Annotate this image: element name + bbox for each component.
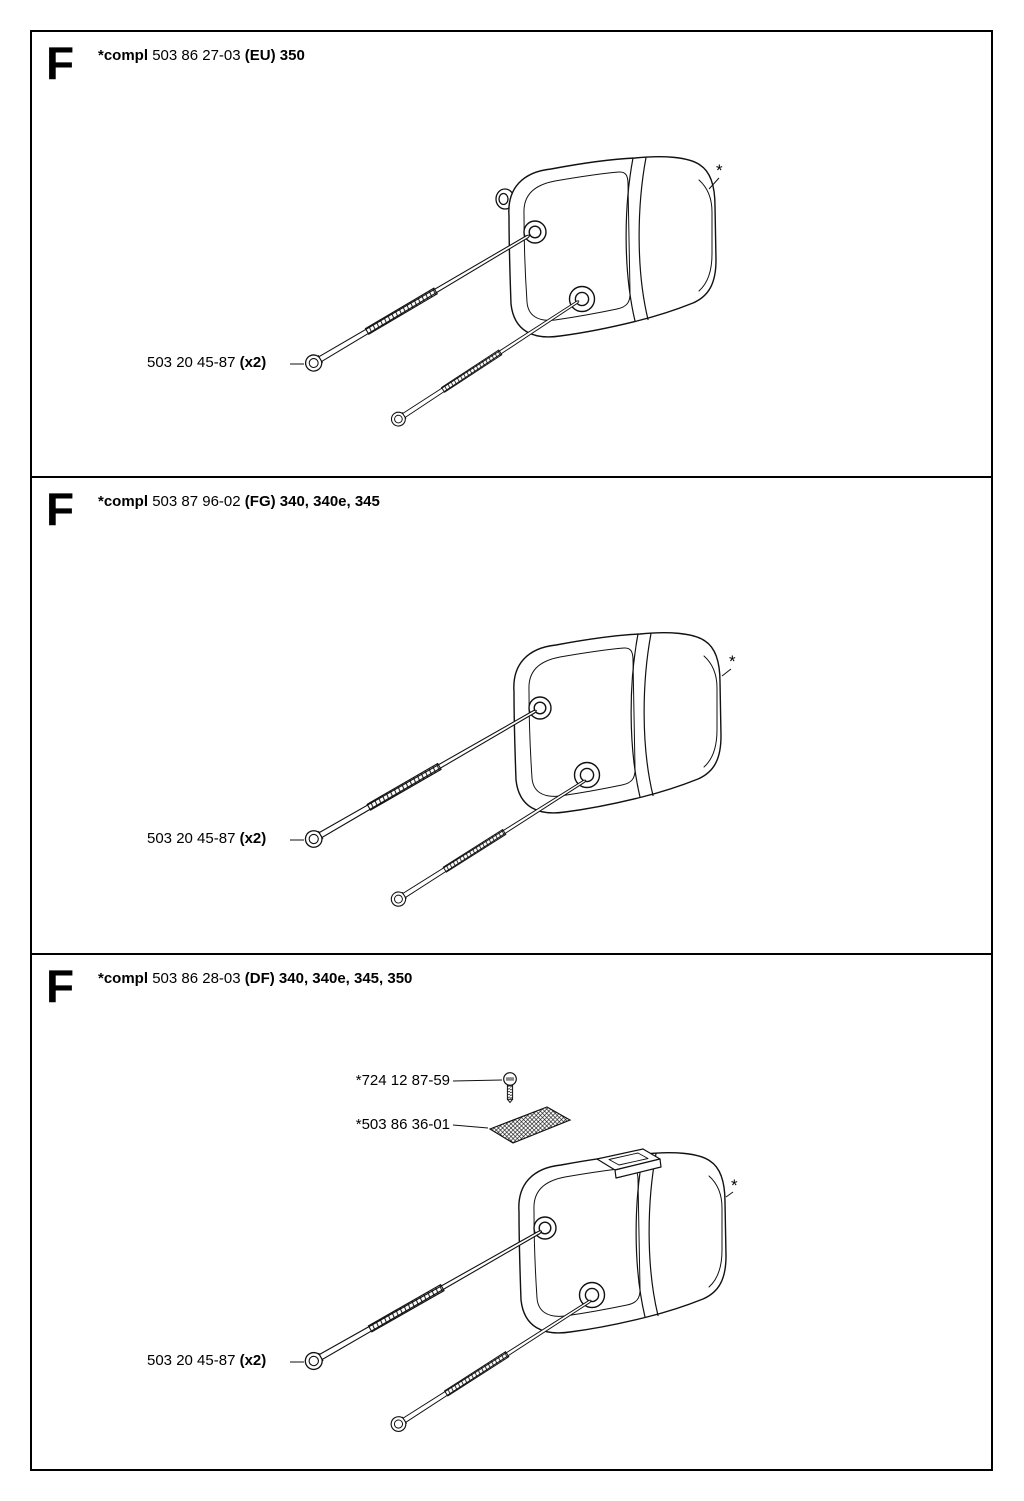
leader-line — [721, 668, 732, 677]
leader-line — [708, 177, 720, 190]
asterisk-marker: * — [731, 1176, 738, 1195]
header-models: (DF) 340, 340e, 345, 350 — [244, 970, 413, 987]
asterisk-marker: * — [716, 161, 723, 180]
bolt-part-number: 503 20 45-87 — [147, 1352, 236, 1369]
bolt-qty: (x2) — [239, 354, 267, 371]
leader-line — [452, 1124, 489, 1129]
bolt-qty: (x2) — [239, 1352, 267, 1369]
screen-part-label: *503 86 36-01 — [355, 1116, 450, 1133]
bolt-part-label: 503 20 45-87 (x2) — [147, 830, 266, 847]
panel-header: *compl 503 87 96-02 (FG) 340, 340e, 345 — [98, 493, 380, 510]
bolt-part-number: 503 20 45-87 — [147, 354, 236, 371]
mounting-bolt-figure — [301, 1223, 547, 1374]
header-models: (EU) 350 — [244, 47, 305, 64]
muffler-figure — [519, 1149, 726, 1333]
spark-screen-figure — [489, 1106, 571, 1144]
screw-part-label: *724 12 87-59 — [355, 1072, 450, 1089]
asterisk-marker: * — [729, 652, 736, 671]
header-prefix: *compl — [98, 493, 149, 510]
parts-panel-eu: F *compl 503 86 27-03 (EU) 350 503 20 45… — [30, 30, 993, 478]
panel-header: *compl 503 86 27-03 (EU) 350 — [98, 47, 305, 64]
header-part-number: 503 87 96-02 — [152, 493, 241, 510]
header-prefix: *compl — [98, 47, 149, 64]
diagram-canvas-fg — [290, 631, 732, 910]
section-letter: F — [46, 960, 75, 1012]
bolt-part-number: 503 20 45-87 — [147, 830, 236, 847]
leader-line — [725, 1191, 734, 1198]
header-part-number: 503 86 28-03 — [152, 970, 241, 987]
leader-line — [452, 1079, 503, 1082]
bolt-part-label: 503 20 45-87 (x2) — [147, 354, 266, 371]
panel-header: *compl 503 86 28-03 (DF) 340, 340e, 345,… — [98, 970, 412, 987]
header-prefix: *compl — [98, 970, 149, 987]
header-models: (FG) 340, 340e, 345 — [244, 493, 380, 510]
header-part-number: 503 86 27-03 — [152, 47, 241, 64]
section-letter: F — [46, 483, 75, 535]
screen-screw-figure — [503, 1072, 517, 1104]
mounting-bolt-figure — [301, 702, 542, 851]
bolt-part-label: 503 20 45-87 (x2) — [147, 1352, 266, 1369]
diagram-canvas-df — [290, 1072, 734, 1435]
diagram-canvas-eu — [290, 32, 720, 430]
bolt-qty: (x2) — [239, 830, 267, 847]
parts-panel-df: F *compl 503 86 28-03 (DF) 340, 340e, 34… — [30, 953, 993, 1471]
parts-panel-fg: F *compl 503 87 96-02 (FG) 340, 340e, 34… — [30, 476, 993, 955]
muffler-figure — [496, 157, 716, 337]
muffler-figure — [513, 631, 722, 814]
section-letter: F — [46, 37, 75, 89]
